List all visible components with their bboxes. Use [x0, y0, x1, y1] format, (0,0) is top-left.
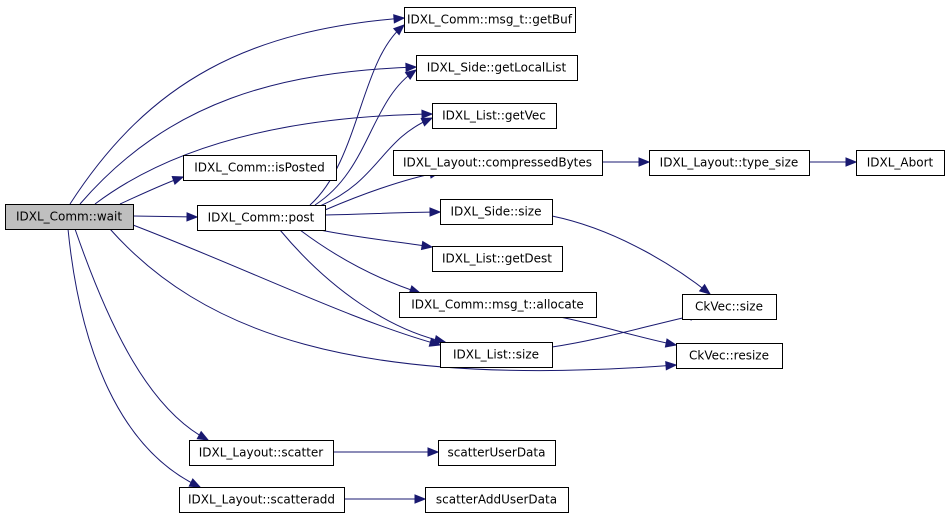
node-label: CkVec::size — [695, 300, 763, 314]
node-type_size[interactable]: IDXL_Layout::type_size — [649, 150, 810, 176]
node-label: IDXL_Side::getLocalList — [427, 61, 567, 75]
edge-compressedBytes-to-type_size — [602, 157, 651, 167]
edge-post-to-listSize — [279, 229, 447, 345]
node-getDest[interactable]: IDXL_List::getDest — [432, 246, 563, 272]
node-abort[interactable]: IDXL_Abort — [856, 150, 945, 176]
edge-post-to-getDest — [319, 229, 434, 251]
edge-scatteradd-to-scatterAddUser — [344, 494, 427, 504]
node-getLocalList[interactable]: IDXL_Side::getLocalList — [416, 55, 578, 81]
edge-wait-to-scatter — [74, 228, 210, 441]
node-label: scatterUserData — [448, 446, 546, 460]
edge-wait-to-getLocalList — [79, 62, 418, 205]
node-compressedBytes[interactable]: IDXL_Layout::compressedBytes — [393, 150, 603, 176]
node-label: IDXL_Comm::msg_t::getBuf — [407, 13, 573, 27]
edge-scatter-to-scatterUser — [333, 447, 440, 457]
edge-type_size-to-abort — [809, 157, 858, 167]
node-label: IDXL_Layout::compressedBytes — [403, 156, 592, 170]
node-label: IDXL_Comm::isPosted — [194, 161, 325, 175]
edge-wait-to-isPosted — [119, 176, 185, 205]
edge-post-to-compressedBytes — [324, 169, 442, 211]
node-label: IDXL_List::getVec — [442, 109, 546, 123]
function-nodes: IDXL_Comm::wait IDXL_Comm::msg_t::getBufI… — [5, 7, 945, 513]
node-scatterAddUser[interactable]: scatterAddUserData — [425, 487, 569, 513]
node-label: IDXL_Layout::scatter — [199, 446, 324, 460]
edge-wait-to-ckResize — [109, 228, 678, 372]
node-label: IDXL_Layout::type_size — [660, 156, 799, 170]
edge-sideSize-to-ckSize — [551, 215, 712, 295]
node-getBuf[interactable]: IDXL_Comm::msg_t::getBuf — [404, 7, 576, 33]
node-label: IDXL_List::size — [453, 348, 539, 362]
node-label: scatterAddUserData — [436, 493, 557, 507]
edge-allocate-to-ckResize — [559, 316, 678, 348]
edge-wait-to-scatteradd — [67, 228, 202, 488]
node-label: IDXL_Side::size — [451, 205, 542, 219]
node-scatteradd[interactable]: IDXL_Layout::scatteradd — [179, 487, 345, 513]
node-allocate[interactable]: IDXL_Comm::msg_t::allocate — [399, 292, 597, 318]
node-getVec[interactable]: IDXL_List::getVec — [432, 103, 557, 129]
edge-post-to-getBuf — [309, 24, 406, 206]
node-ckSize[interactable]: CkVec::size — [682, 294, 777, 320]
node-label: IDXL_Abort — [867, 156, 934, 170]
node-label: IDXL_Comm::post — [208, 211, 315, 225]
node-label: CkVec::resize — [689, 349, 769, 363]
edge-post-to-allocate — [299, 229, 422, 295]
node-listSize[interactable]: IDXL_List::size — [440, 342, 553, 368]
node-sideSize[interactable]: IDXL_Side::size — [440, 199, 553, 225]
node-wait[interactable]: IDXL_Comm::wait — [5, 204, 134, 230]
edge-post-to-getVec — [319, 117, 434, 207]
node-label: IDXL_Layout::scatteradd — [188, 493, 335, 507]
edge-wait-to-post — [132, 212, 199, 222]
edge-wait-to-getBuf — [69, 14, 406, 205]
edge-post-to-getLocalList — [314, 69, 418, 206]
node-ckResize[interactable]: CkVec::resize — [676, 343, 783, 369]
edge-post-to-sideSize — [324, 207, 442, 217]
node-label: IDXL_Comm::wait — [16, 210, 122, 224]
node-isPosted[interactable]: IDXL_Comm::isPosted — [183, 155, 337, 181]
node-post[interactable]: IDXL_Comm::post — [197, 205, 326, 231]
node-label: IDXL_Comm::msg_t::allocate — [411, 298, 584, 312]
node-scatterUser[interactable]: scatterUserData — [438, 440, 556, 466]
node-label: IDXL_List::getDest — [442, 252, 552, 266]
edge-wait-to-getVec — [94, 109, 434, 205]
edge-wait-to-listSize — [132, 224, 442, 347]
node-scatter[interactable]: IDXL_Layout::scatter — [189, 440, 334, 466]
